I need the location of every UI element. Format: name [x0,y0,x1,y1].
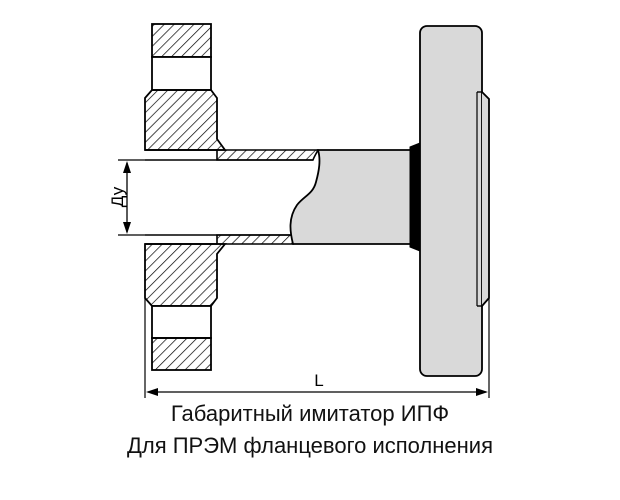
dimension-length: L [144,298,490,398]
weld-seam [409,142,421,252]
dimension-label-du: Ду [108,186,127,207]
right-flange [419,25,490,377]
caption-subtitle: Для ПРЭМ фланцевого исполнения [126,433,494,458]
pipe-bore [145,159,313,236]
pipe-body [289,149,413,245]
dimension-nominal-diameter: Ду [108,159,145,236]
left-flange-upper-section [144,23,227,151]
left-flange-lower-section [144,243,227,371]
dimension-label-l: L [314,371,323,390]
caption-title: Габаритный имитатор ИПФ [170,401,450,426]
